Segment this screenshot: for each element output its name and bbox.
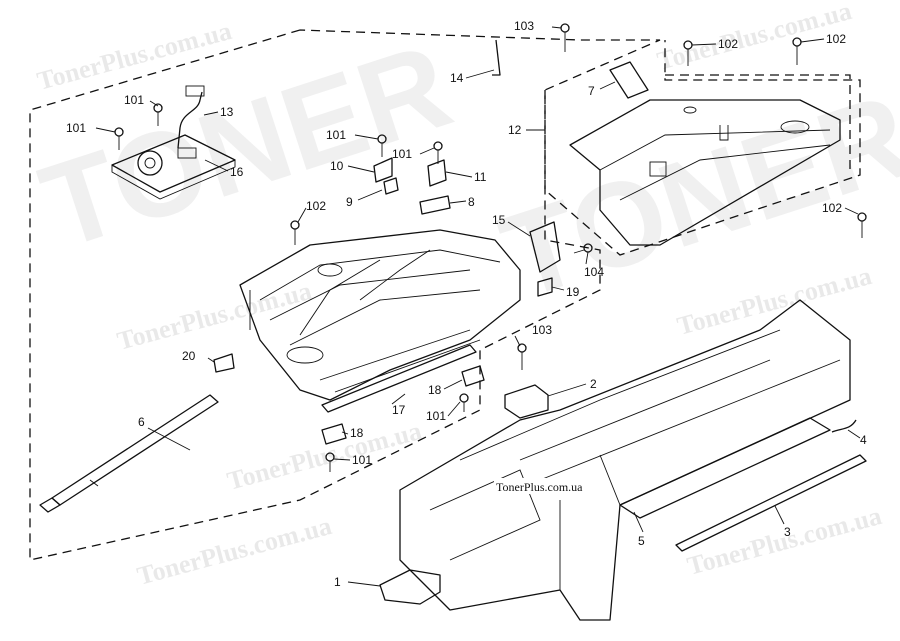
callout-6: 6 — [138, 415, 145, 429]
bracket-11 — [427, 159, 447, 187]
callout-3: 3 — [784, 525, 791, 539]
callout-20: 20 — [182, 349, 196, 363]
callout-16: 16 — [230, 165, 244, 179]
callout-15: 15 — [492, 213, 506, 227]
callout-1: 1 — [334, 575, 341, 589]
motor-2 — [504, 384, 549, 419]
callout-101f: 101 — [352, 453, 372, 467]
callout-9: 9 — [346, 195, 353, 209]
watermark-text: TonerPlus.com.ua — [224, 416, 425, 496]
callout-13: 13 — [220, 105, 234, 119]
assembly-boundary-cover-inner — [665, 74, 851, 170]
watermark-layer: TONER TONER TonerPlus.com.ua TonerPlus.c… — [27, 0, 900, 591]
sensor-15 — [529, 221, 561, 273]
callout-102a: 102 — [306, 199, 326, 213]
callout-101c: 101 — [326, 128, 346, 142]
clamp-18b — [321, 423, 347, 445]
callout-102d: 102 — [822, 201, 842, 215]
callout-2: 2 — [590, 377, 597, 391]
bracket-10 — [373, 157, 393, 183]
callout-11: 11 — [474, 170, 487, 184]
clamp-18a — [461, 365, 485, 387]
callout-labels: 1 2 3 4 5 6 7 8 9 10 11 12 13 14 15 16 1… — [66, 19, 867, 589]
bracket-9 — [383, 177, 399, 195]
source-label: TonerPlus.com.ua — [494, 478, 602, 494]
lower-frame — [399, 299, 851, 621]
callout-18b: 18 — [350, 426, 364, 440]
callout-101a: 101 — [124, 93, 144, 107]
laser-unit-housing — [239, 229, 521, 401]
watermark-text: TonerPlus.com.ua — [34, 16, 235, 96]
assembly-boundary-cover — [544, 40, 861, 256]
leader-lines — [95, 26, 861, 587]
connector-19 — [537, 277, 553, 297]
callout-7: 7 — [588, 84, 595, 98]
watermark-text: TonerPlus.com.ua — [654, 0, 855, 76]
dust-glass — [321, 344, 477, 413]
callout-101e: 101 — [426, 409, 446, 423]
label-plate — [609, 61, 649, 99]
callout-14: 14 — [450, 71, 464, 85]
source-label-text: TonerPlus.com.ua — [496, 480, 583, 494]
watermark-text: TonerPlus.com.ua — [684, 501, 885, 581]
callout-4: 4 — [860, 433, 867, 447]
holder-20 — [213, 353, 235, 373]
callout-18a: 18 — [428, 383, 442, 397]
pad-8 — [419, 195, 451, 215]
callout-8: 8 — [468, 195, 475, 209]
polygon-motor-board — [111, 134, 236, 200]
callout-5: 5 — [638, 534, 645, 548]
callout-103b: 103 — [532, 323, 552, 337]
callout-12: 12 — [508, 123, 522, 137]
watermark-text: TonerPlus.com.ua — [134, 511, 335, 591]
watermark-text: TonerPlus.com.ua — [674, 261, 875, 341]
callout-103a: 103 — [514, 19, 534, 33]
rail-bar — [39, 394, 219, 513]
top-cover — [569, 99, 841, 246]
assembly-boundary-main — [29, 29, 661, 561]
harness-14 — [492, 39, 501, 76]
callout-10: 10 — [330, 159, 344, 173]
strip-5 — [619, 417, 831, 519]
callout-101d: 101 — [392, 147, 412, 161]
watermark-text: TonerPlus.com.ua — [114, 276, 315, 356]
harness-connector — [185, 85, 205, 97]
callout-17: 17 — [392, 403, 406, 417]
shutter-bracket-1 — [379, 569, 441, 605]
callout-101b: 101 — [66, 121, 86, 135]
cable-4 — [831, 419, 857, 433]
callout-102b: 102 — [718, 37, 738, 51]
harness-cable — [177, 91, 203, 149]
callout-102c: 102 — [826, 32, 846, 46]
callout-19: 19 — [566, 285, 580, 299]
callout-104: 104 — [584, 265, 604, 279]
strip-3 — [675, 454, 867, 552]
